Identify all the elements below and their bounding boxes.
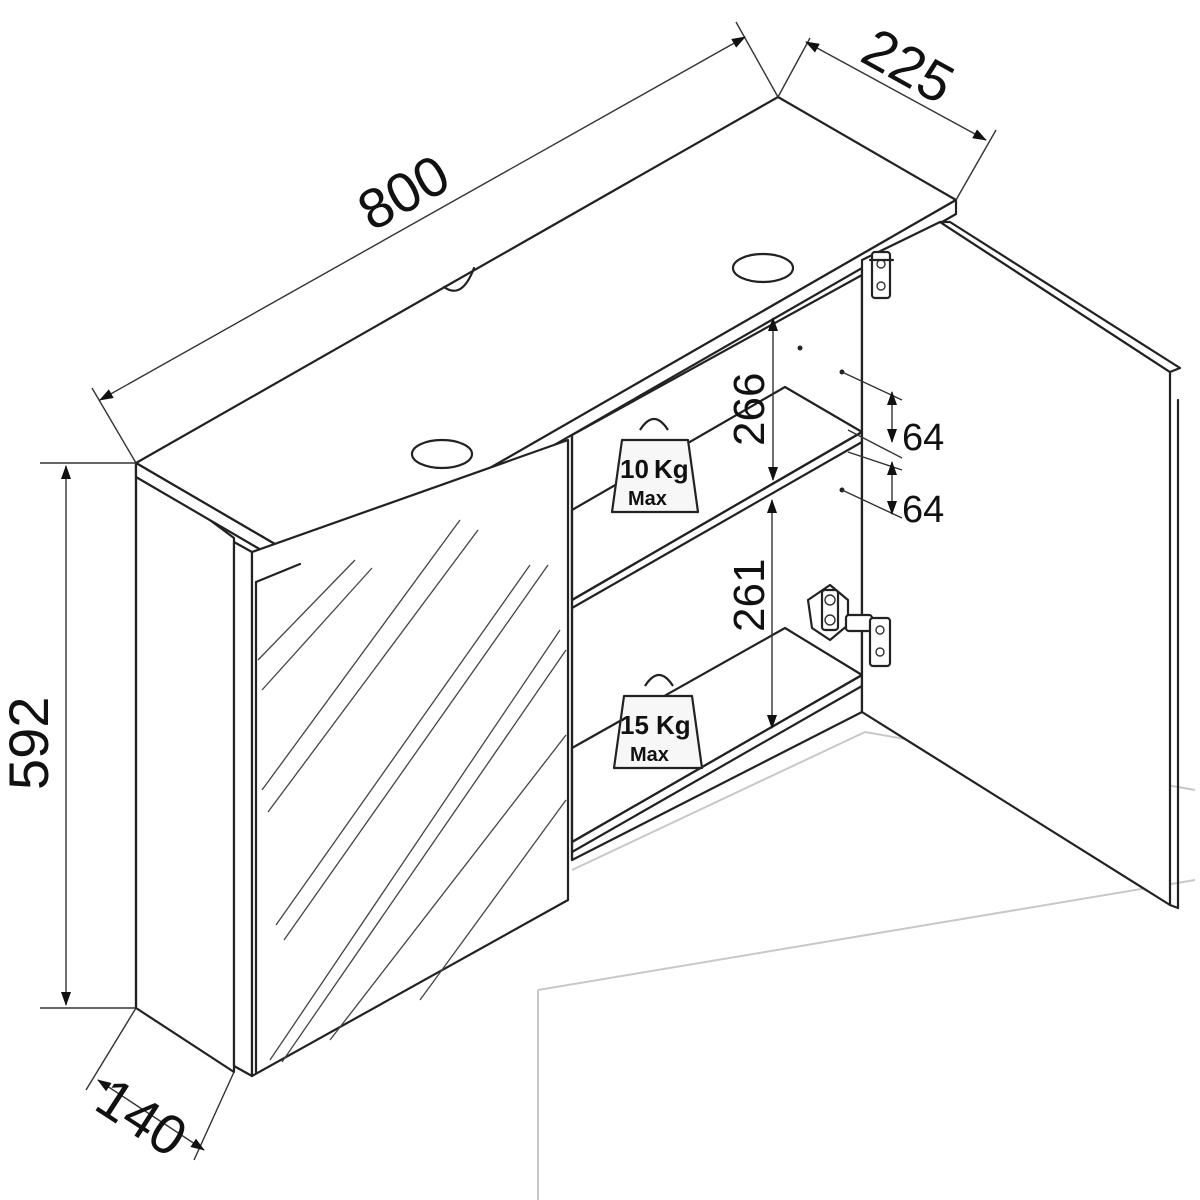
weight-upper-value: 10	[620, 454, 649, 484]
dim-height-label: 592	[0, 697, 60, 790]
dim-depth-bottom-label: 140	[85, 1065, 198, 1169]
dim-shelf-gap-upper-label: 266	[725, 373, 774, 446]
right-open-door	[860, 220, 1182, 910]
dim-shelf-gap-lower-label: 261	[725, 559, 774, 632]
dimension-lines	[40, 21, 997, 1161]
weight-upper-unit: Kg	[654, 454, 689, 484]
weight-lower-value: 15	[620, 710, 649, 740]
left-side-panel	[134, 463, 236, 1074]
cable-hole-left	[410, 438, 474, 470]
left-mirror-door	[232, 438, 570, 1078]
weight-lower-max: Max	[630, 744, 669, 766]
weight-icon-upper: 10 Kg Max	[610, 417, 700, 514]
hinge-top	[868, 250, 895, 300]
dim-width-label: 800	[347, 142, 459, 242]
peg-hole	[797, 345, 803, 351]
dim-depth-top-label: 225	[852, 15, 964, 115]
dim-hole-spacing-1-label: 64	[902, 417, 944, 459]
weight-icon-lower: 15 Kg Max	[612, 673, 704, 770]
weight-upper-max: Max	[628, 488, 667, 510]
weight-lower-unit: Kg	[656, 710, 691, 740]
dim-hole-spacing-2-label: 64	[902, 489, 944, 531]
hinge-bottom	[806, 583, 892, 668]
